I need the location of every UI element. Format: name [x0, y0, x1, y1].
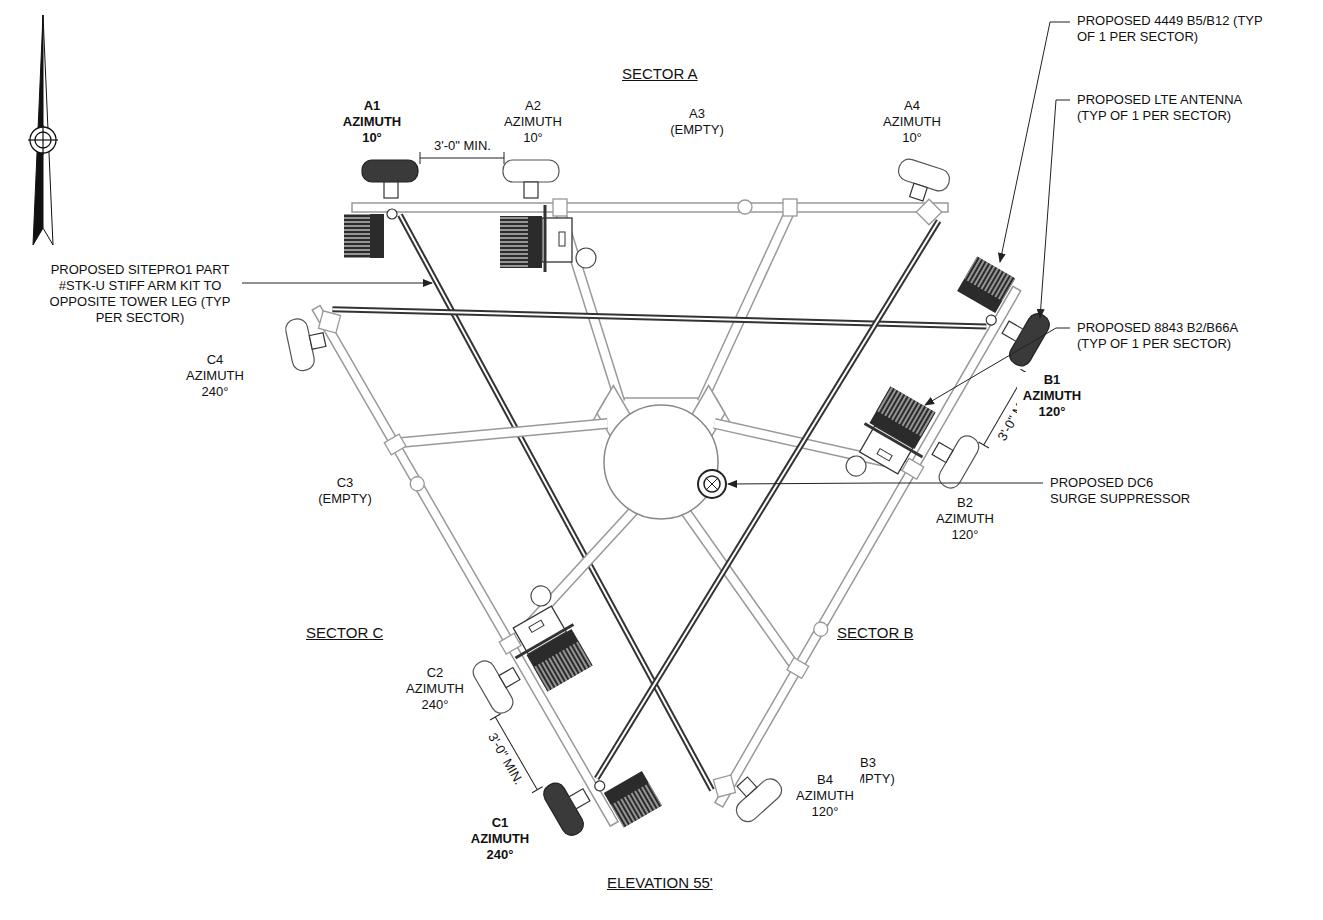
north-arrow [28, 15, 58, 245]
sector-label: SECTOR C [304, 625, 385, 641]
label-box: PROPOSED LTE ANTENNA (TYP OF 1 PER SECTO… [1075, 92, 1269, 124]
label-box: PROPOSED DC6 SURGE SUPPRESSOR [1048, 475, 1197, 507]
rru-4449 [344, 214, 384, 258]
position-label: C3 (EMPTY) [310, 475, 380, 507]
label-box: PROPOSED SITEPRO1 PART #STK-U STIFF ARM … [38, 262, 242, 326]
label-box: B2 AZIMUTH 120° [930, 495, 1000, 543]
mount-pipe [387, 209, 397, 219]
dimension-tick [420, 152, 421, 164]
antenna-group [892, 157, 953, 207]
azimuth-label: A1 AZIMUTH 10° [337, 98, 407, 146]
label-box: A2 AZIMUTH 10° [498, 98, 568, 146]
rru-fins [500, 216, 528, 268]
dimension-tick [504, 152, 505, 164]
leader-line [1040, 100, 1070, 318]
rru-handle [559, 232, 565, 246]
cable-port [576, 248, 596, 268]
azimuth-label: A2 AZIMUTH 10° [498, 98, 568, 146]
dimension-text: 3'-0" MIN. [483, 729, 527, 790]
azimuth-label: C2 AZIMUTH 240° [400, 665, 470, 713]
label-box: A1 AZIMUTH 10° [337, 98, 407, 146]
support-arm [702, 211, 790, 402]
label-box: PROPOSED 4449 B5/B12 (TYP OF 1 PER SECTO… [1075, 13, 1269, 45]
label-box: C1 AZIMUTH 240° [465, 815, 535, 863]
suppressor-hatch [706, 478, 718, 490]
label-box: C4 AZIMUTH 240° [180, 352, 250, 400]
azimuth-label: B4 AZIMUTH 120° [790, 772, 860, 820]
empty-mount [738, 200, 752, 214]
callout-text: PROPOSED LTE ANTENNA (TYP OF 1 PER SECTO… [1075, 92, 1269, 124]
sector-label: SECTOR A [620, 66, 700, 82]
callout-text: PROPOSED DC6 SURGE SUPPRESSOR [1048, 475, 1197, 507]
label-box: A4 AZIMUTH 10° [877, 98, 947, 146]
label-box: A3 (EMPTY) [662, 106, 732, 138]
leader-line [240, 283, 432, 284]
rru-8843 [500, 216, 542, 268]
label-box: ELEVATION 55' [605, 875, 715, 891]
support-arm [702, 211, 790, 402]
antenna-bracket [524, 182, 538, 198]
tower-pole [604, 405, 718, 519]
label-box: B1 AZIMUTH 120° [1017, 372, 1087, 420]
north-arrow-cross [42, 125, 43, 155]
callout-text: PROPOSED 8843 B2/B66A (TYP OF 1 PER SECT… [1075, 320, 1269, 352]
elevation-label: ELEVATION 55' [605, 875, 715, 891]
label-box: SECTOR A [620, 66, 700, 82]
azimuth-label: C1 AZIMUTH 240° [465, 815, 535, 863]
label-box: SECTOR B [835, 625, 915, 641]
face-pipe [352, 203, 948, 212]
label-box: C2 AZIMUTH 240° [400, 665, 470, 713]
leader-lines [240, 22, 1070, 484]
leader-line [1000, 22, 1070, 262]
label-box: 3'-0" MIN. [432, 138, 493, 154]
label-box: SECTOR C [304, 625, 385, 641]
dimension-text: 3'-0" MIN. [432, 138, 493, 154]
antenna-bracket [910, 183, 928, 201]
rru-fins [344, 214, 370, 258]
pipe-clamp [553, 199, 567, 216]
leader-line [728, 483, 1043, 484]
sector-frame-copy [266, 13, 1123, 859]
sector-label: SECTOR B [835, 625, 915, 641]
azimuth-label: A4 AZIMUTH 10° [877, 98, 947, 146]
antenna-bracket [384, 182, 398, 198]
suppressor-core [704, 476, 720, 492]
label-box: 3'-0" MIN. [483, 729, 527, 790]
azimuth-label: C4 AZIMUTH 240° [180, 352, 250, 400]
label-box: C3 (EMPTY) [310, 475, 380, 507]
mount-pipe [544, 205, 547, 272]
lte-antenna [362, 160, 418, 182]
label-box: PROPOSED 8843 B2/B66A (TYP OF 1 PER SECT… [1075, 320, 1269, 352]
position-label: A3 (EMPTY) [662, 106, 732, 138]
callout-text: PROPOSED SITEPRO1 PART #STK-U STIFF ARM … [38, 262, 242, 326]
antenna [503, 160, 559, 182]
suppressor-hatch [706, 478, 718, 490]
dimension-line [420, 158, 504, 159]
surge-suppressor [698, 470, 726, 498]
suppressor-body [698, 470, 726, 498]
azimuth-label: B2 AZIMUTH 120° [930, 495, 1000, 543]
callout-text: PROPOSED 4449 B5/B12 (TYP OF 1 PER SECTO… [1075, 13, 1269, 45]
azimuth-label: B1 AZIMUTH 120° [1017, 372, 1087, 420]
pipe-clamp [783, 199, 797, 216]
label-box: B4 AZIMUTH 120° [790, 772, 860, 820]
